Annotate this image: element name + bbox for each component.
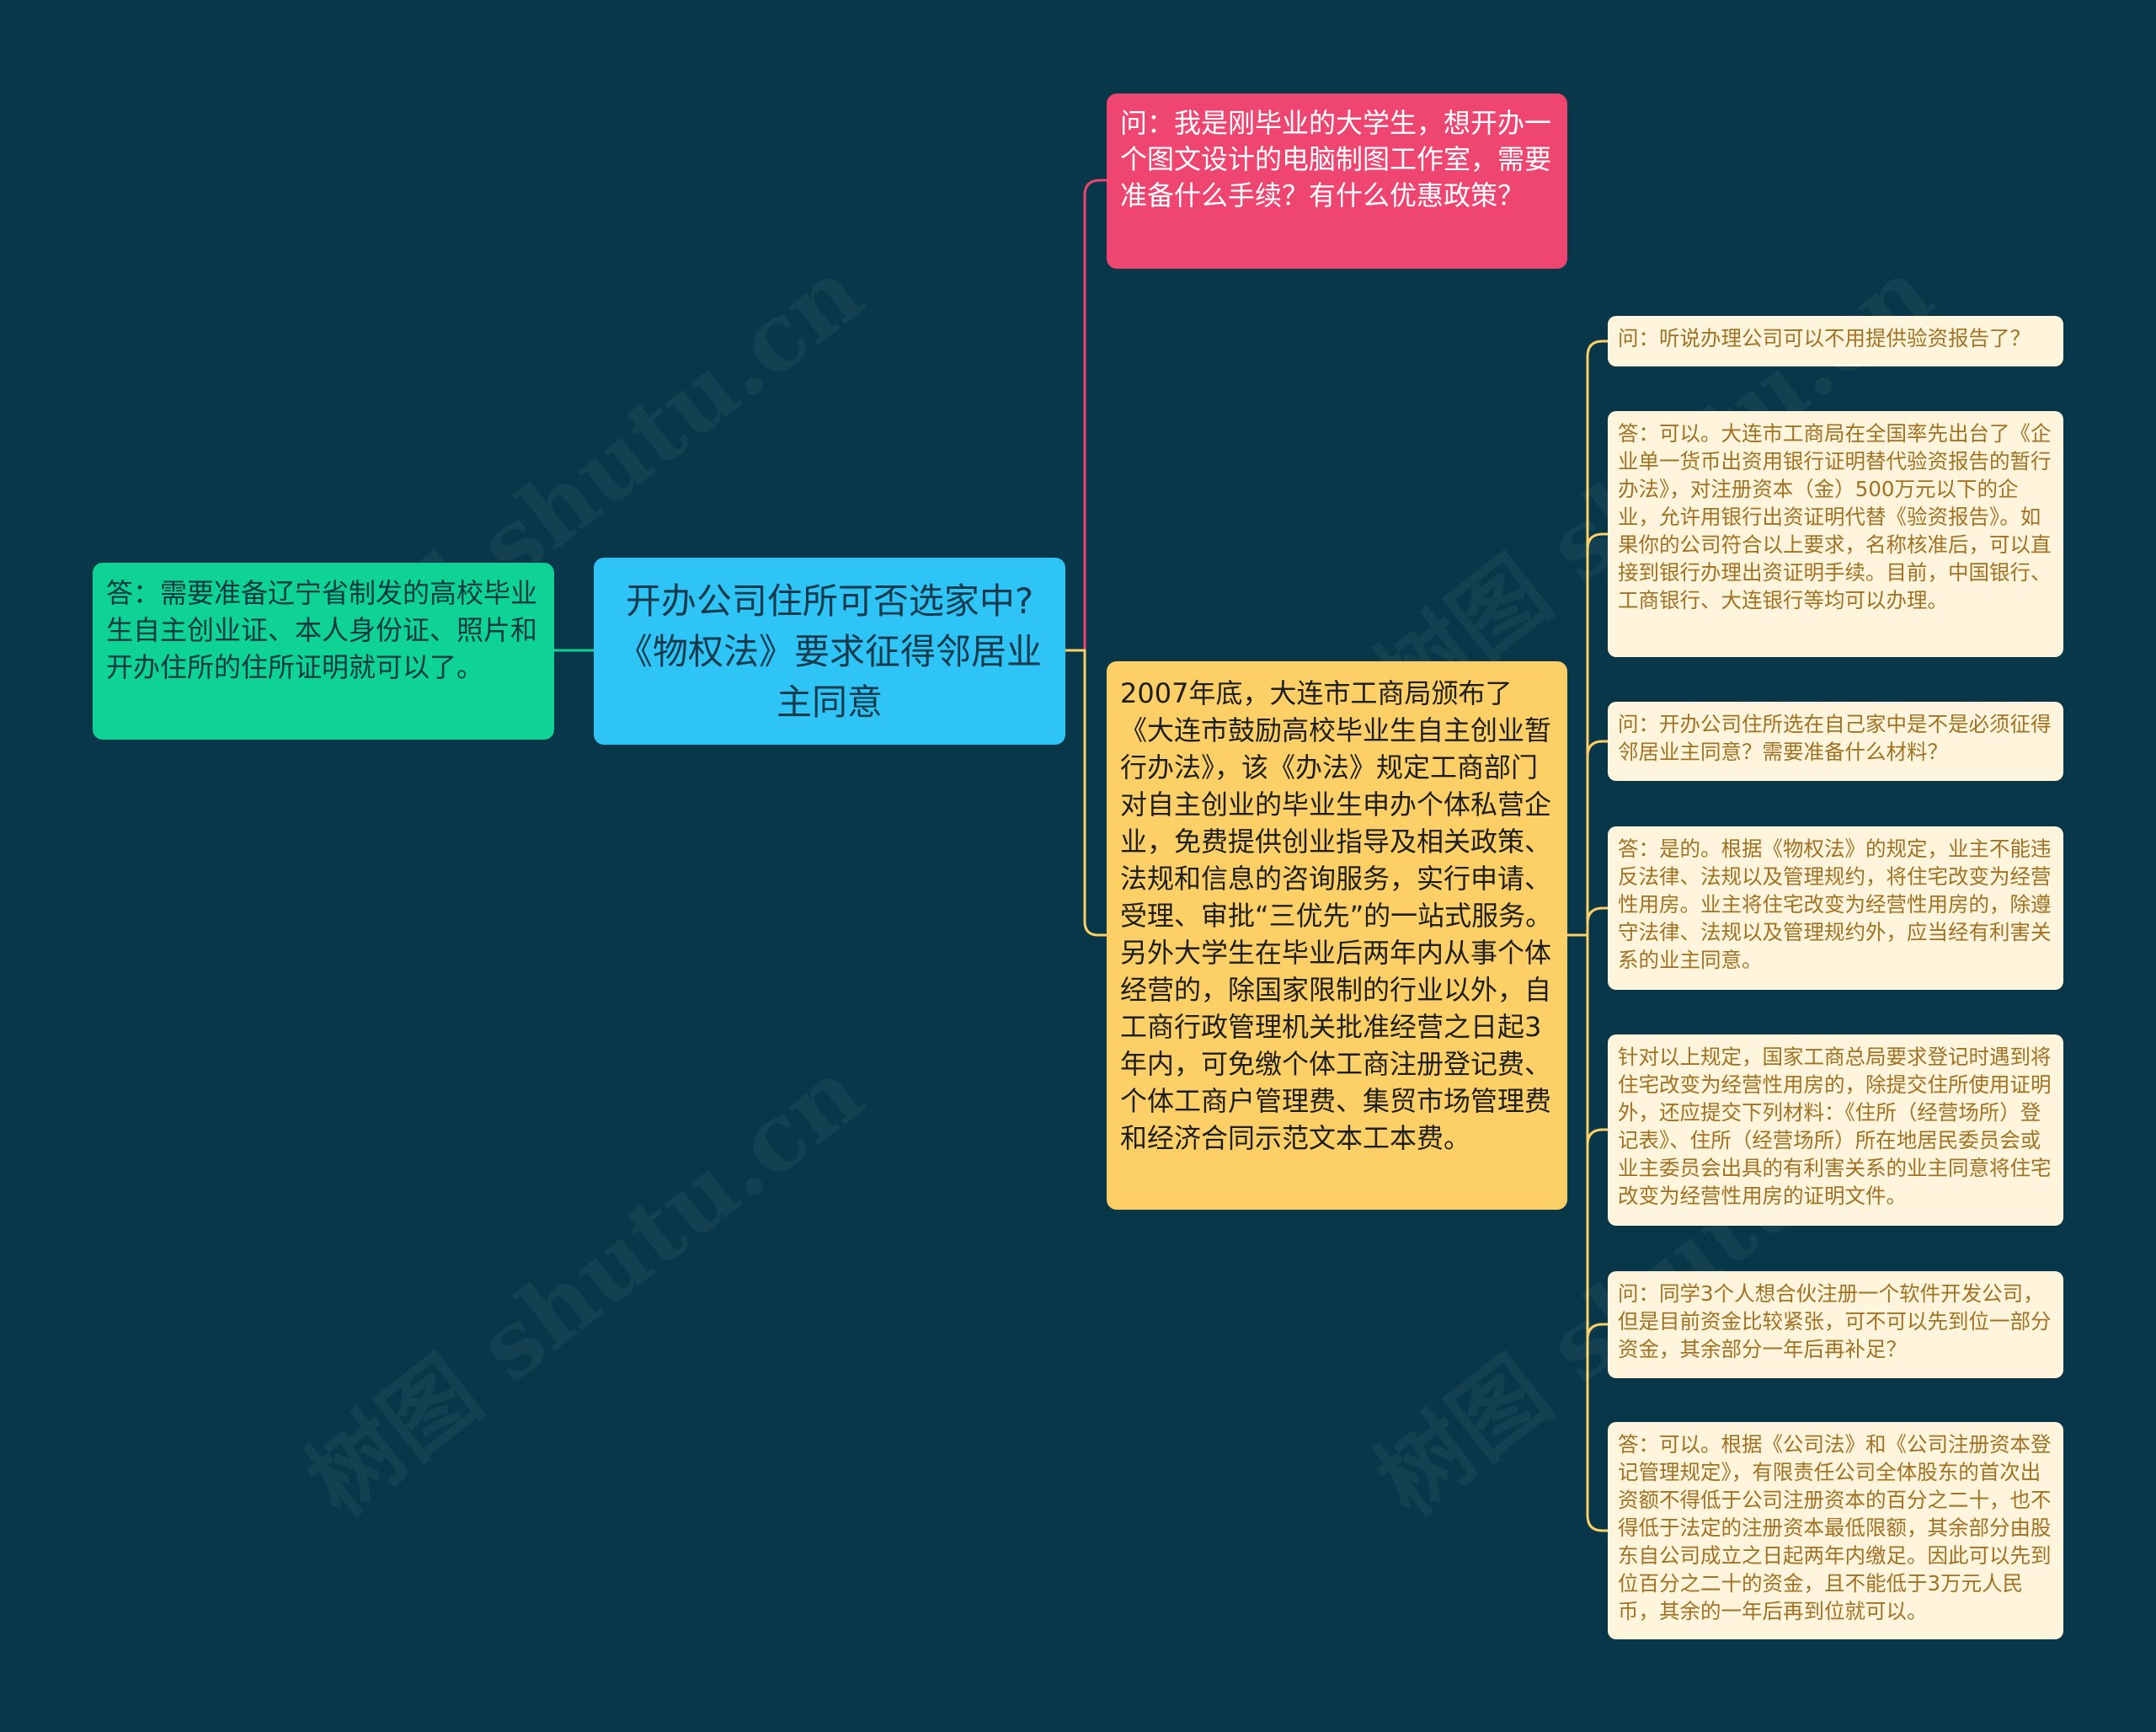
detail-node[interactable]: 问：听说办理公司可以不用提供验资报告了？ <box>1608 316 2063 366</box>
detail-node[interactable]: 问：开办公司住所选在自己家中是不是必须征得邻居业主同意？需要准备什么材料？ <box>1608 702 2063 781</box>
detail-node[interactable]: 答：是的。根据《物权法》的规定，业主不能违反法律、法规以及管理规约，将住宅改变为… <box>1608 826 2063 990</box>
answer-node-left[interactable]: 答：需要准备辽宁省制发的高校毕业生自主创业证、本人身份证、照片和开办住所的住所证… <box>93 563 554 740</box>
detail-node[interactable]: 答：可以。根据《公司法》和《公司注册资本登记管理规定》，有限责任公司全体股东的首… <box>1608 1422 2063 1639</box>
edge-root-yellow <box>1065 649 1107 937</box>
edge-root-pink <box>1065 179 1107 652</box>
policy-node-yellow[interactable]: 2007年底，大连市工商局颁布了《大连市鼓励高校毕业生自主创业暂行办法》，该《办… <box>1107 661 1567 1210</box>
detail-node[interactable]: 答：可以。大连市工商局在全国率先出台了《企业单一货币出资用银行证明替代验资报告的… <box>1608 411 2063 657</box>
edge-yellow-details <box>1567 339 1608 1532</box>
root-topic[interactable]: 开办公司住所可否选家中?《物权法》要求征得邻居业主同意 <box>594 558 1065 745</box>
question-node-pink[interactable]: 问：我是刚毕业的大学生，想开办一个图文设计的电脑制图工作室，需要准备什么手续？有… <box>1107 94 1567 269</box>
detail-node[interactable]: 问：同学3个人想合伙注册一个软件开发公司，但是目前资金比较紧张，可不可以先到位一… <box>1608 1271 2063 1378</box>
detail-node[interactable]: 针对以上规定，国家工商总局要求登记时遇到将住宅改变为经营性用房的，除提交住所使用… <box>1608 1034 2063 1226</box>
